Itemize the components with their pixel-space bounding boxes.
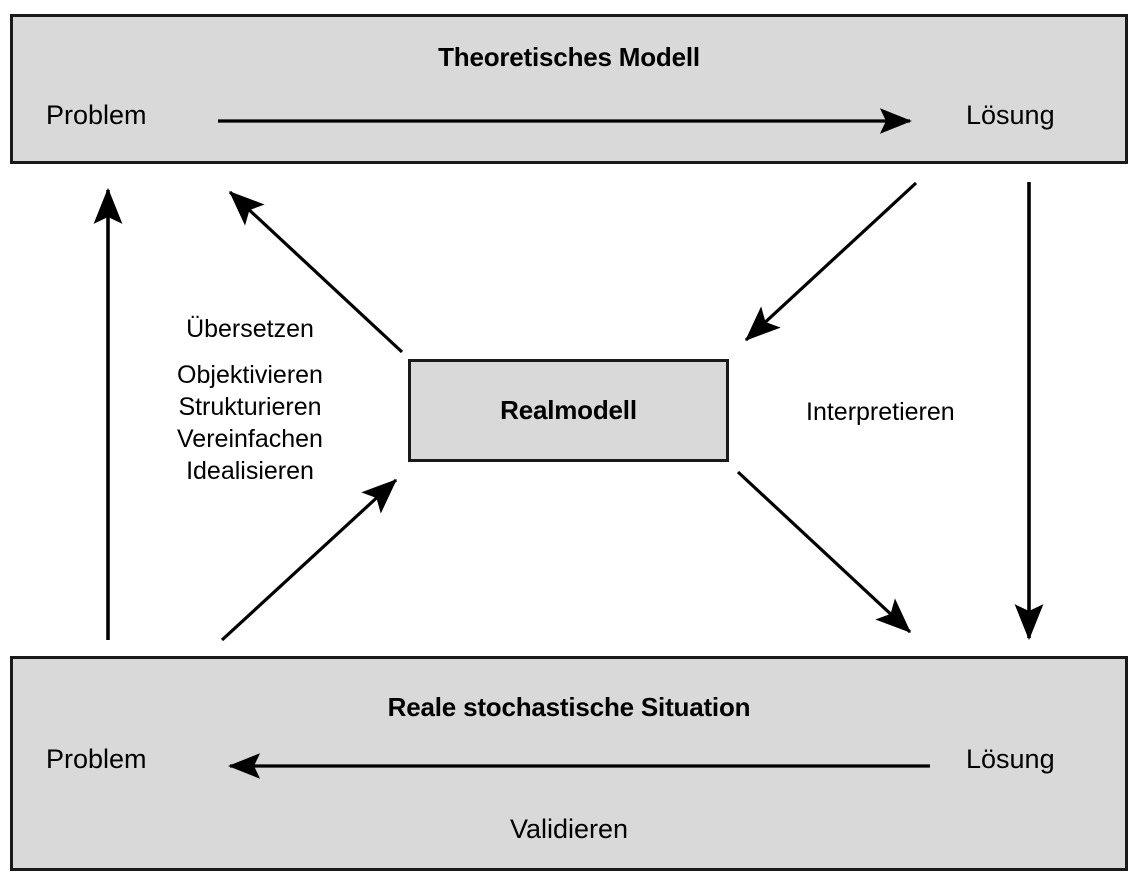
bottom-panel-problem-label: Problem: [46, 744, 147, 774]
label-strukturieren: Strukturieren: [178, 393, 322, 421]
panel-title-theoretisches-modell: Theoretisches Modell: [438, 42, 700, 72]
left-process-label-group: Übersetzen Objektivieren Strukturieren V…: [128, 313, 372, 487]
top-panel-problem-label: Problem: [46, 100, 147, 130]
arrow-theoretisches-modell-to-realmodell: [744, 181, 918, 342]
bottom-panel-loesung-label: Lösung: [966, 744, 1055, 774]
box-realmodell: Realmodell: [408, 359, 729, 462]
panel-reale-stochastische-situation: Reale stochastische Situation: [10, 656, 1128, 871]
label-uebersetzen: Übersetzen: [186, 315, 314, 343]
arrow-realmodell-to-reale-situation: [736, 470, 912, 634]
top-panel-loesung-label: Lösung: [966, 100, 1055, 130]
arrow-reale-situation-to-realmodell: [220, 478, 398, 642]
panel-title-reale-stochastische-situation: Reale stochastische Situation: [387, 692, 751, 722]
label-vereinfachen: Vereinfachen: [177, 425, 323, 453]
label-spacer: [128, 345, 372, 359]
panel-theoretisches-modell: Theoretisches Modell: [10, 14, 1128, 164]
validieren-label: Validieren: [509, 814, 629, 844]
box-title-realmodell: Realmodell: [500, 395, 637, 425]
label-objektivieren: Objektivieren: [177, 361, 323, 389]
label-idealisieren: Idealisieren: [186, 457, 314, 485]
label-interpretieren: Interpretieren: [806, 398, 955, 426]
